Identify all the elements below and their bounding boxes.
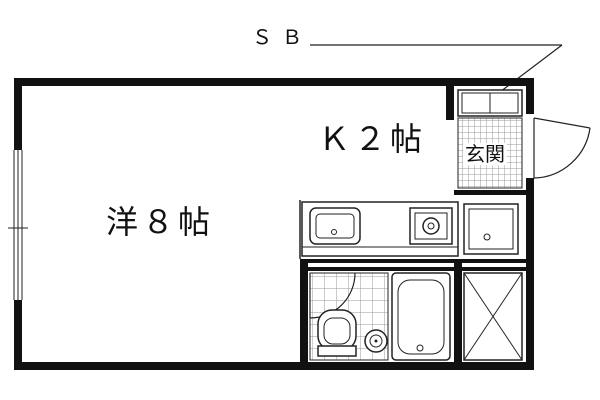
bathtub [391, 272, 451, 361]
wash-basin [364, 329, 388, 353]
sink [309, 207, 361, 245]
interior-walls [300, 86, 534, 370]
kitchen-label: Ｋ２帖 [318, 120, 427, 158]
sb-leader-line [310, 44, 563, 99]
shoe-box [457, 89, 523, 117]
closet [463, 272, 523, 361]
entrance-door [533, 117, 591, 179]
entrance-label: 玄関 [463, 142, 507, 166]
left-window [8, 150, 28, 300]
bathroom-door [309, 272, 356, 319]
western-room-label: 洋８帖 [106, 203, 215, 241]
shoe-box-label: ＳＢ [252, 25, 312, 49]
washer-space [463, 203, 519, 255]
stove [409, 207, 453, 245]
toilet [317, 309, 357, 357]
